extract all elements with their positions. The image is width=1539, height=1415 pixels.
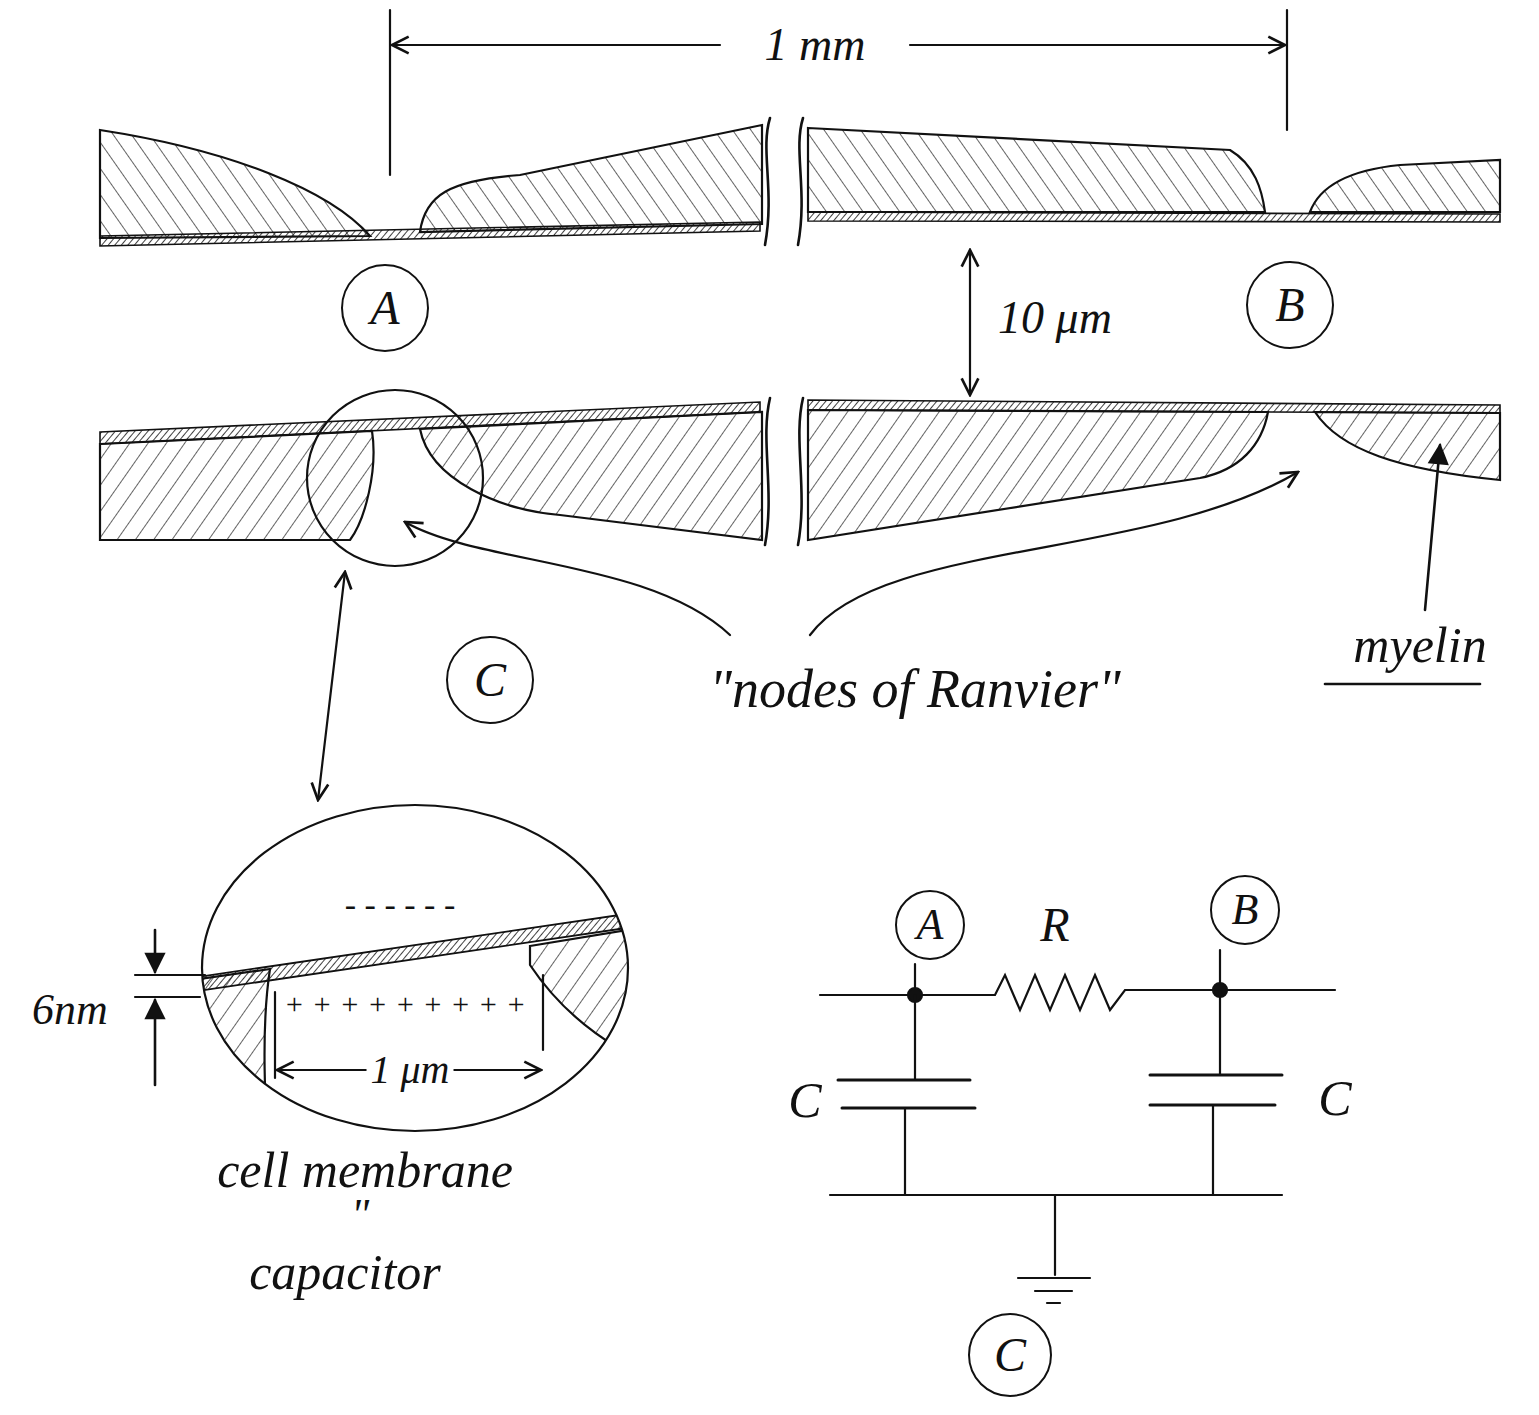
- extension-line: [542, 975, 544, 1050]
- node-label: B: [1275, 281, 1304, 329]
- dimension-arrow: [969, 250, 971, 395]
- dimension-label: 6nm: [28, 986, 112, 1034]
- circled-letter: C: [446, 636, 534, 724]
- zoom-arrow: [318, 572, 345, 800]
- wire: [1054, 1195, 1056, 1275]
- dimension-label: 10 μm: [994, 293, 1116, 344]
- charge-marks: - - - - - -: [341, 886, 459, 923]
- dimension-label: 1 μm: [367, 1048, 454, 1092]
- dimension-arrow: [154, 1000, 157, 1085]
- callout-text: "nodes of Ranvier": [705, 660, 1124, 719]
- myelin-sheath: [100, 431, 373, 540]
- wire: [904, 1108, 906, 1195]
- node-label: B: [1232, 888, 1259, 932]
- capacitor-symbol: [838, 1079, 970, 1082]
- myelin-sheath: [420, 125, 762, 232]
- capacitor-symbol: [842, 1107, 975, 1110]
- resistor-symbol: [820, 975, 1335, 1010]
- wire: [914, 995, 916, 1080]
- dimension-line: [910, 44, 1285, 46]
- extension-line: [135, 996, 200, 998]
- extension-line: [1286, 10, 1288, 130]
- component-label: R: [1036, 899, 1073, 952]
- underline: [1325, 683, 1480, 686]
- axon-membrane: [808, 212, 1500, 222]
- myelin-sheath: [100, 130, 370, 238]
- dimension-line: [277, 1069, 370, 1071]
- circled-letter: B: [1246, 261, 1334, 349]
- ground-symbol: [1018, 1277, 1090, 1279]
- break-mark: [798, 118, 803, 245]
- circled-letter: B: [1210, 875, 1280, 945]
- circled-letter: A: [895, 890, 965, 960]
- charge-marks: + + + + + + + + +: [280, 987, 530, 1020]
- myelin-sheath: [150, 969, 275, 1250]
- break-mark: [798, 398, 803, 545]
- node-label: C: [474, 656, 506, 704]
- dimension-line: [450, 1069, 541, 1071]
- myelin-sheath: [1310, 160, 1500, 212]
- caption-text: capacitor: [245, 1245, 445, 1300]
- wire: [1212, 1105, 1214, 1195]
- myelin-sheath: [808, 128, 1265, 212]
- node-label: A: [370, 284, 399, 332]
- leader-arrow: [1425, 445, 1440, 610]
- node-label: A: [917, 903, 944, 947]
- break-mark: [765, 398, 770, 545]
- magnifier-circle: [307, 390, 483, 566]
- cell-membrane: [150, 912, 640, 998]
- component-label: C: [784, 1073, 825, 1128]
- leader-arrow: [810, 472, 1298, 635]
- dimension-arrow: [154, 930, 157, 972]
- myelin-sheath: [530, 928, 640, 1060]
- extension-line: [274, 992, 276, 1078]
- circled-letter: C: [968, 1313, 1052, 1397]
- leader-arrow: [405, 522, 730, 635]
- dimension-line: [392, 44, 720, 46]
- myelin-sheath: [1315, 412, 1500, 480]
- extension-line: [135, 974, 205, 976]
- break-mark: [765, 118, 770, 245]
- caption-text: cell membrane: [213, 1143, 517, 1198]
- circled-letter: A: [341, 264, 429, 352]
- extension-line: [389, 10, 391, 175]
- myelin-sheath: [808, 410, 1268, 540]
- ground-symbol: [1035, 1290, 1072, 1292]
- wire: [1219, 990, 1221, 1075]
- capacitor-symbol: [1150, 1074, 1282, 1077]
- node-label: C: [994, 1331, 1026, 1379]
- ditto-mark: ": [347, 1191, 373, 1239]
- ground-symbol: [1047, 1302, 1060, 1304]
- axon-membrane: [100, 222, 760, 246]
- dimension-label: 1 mm: [761, 20, 870, 71]
- component-label: C: [1314, 1071, 1355, 1126]
- part-name: myelin: [1349, 618, 1490, 673]
